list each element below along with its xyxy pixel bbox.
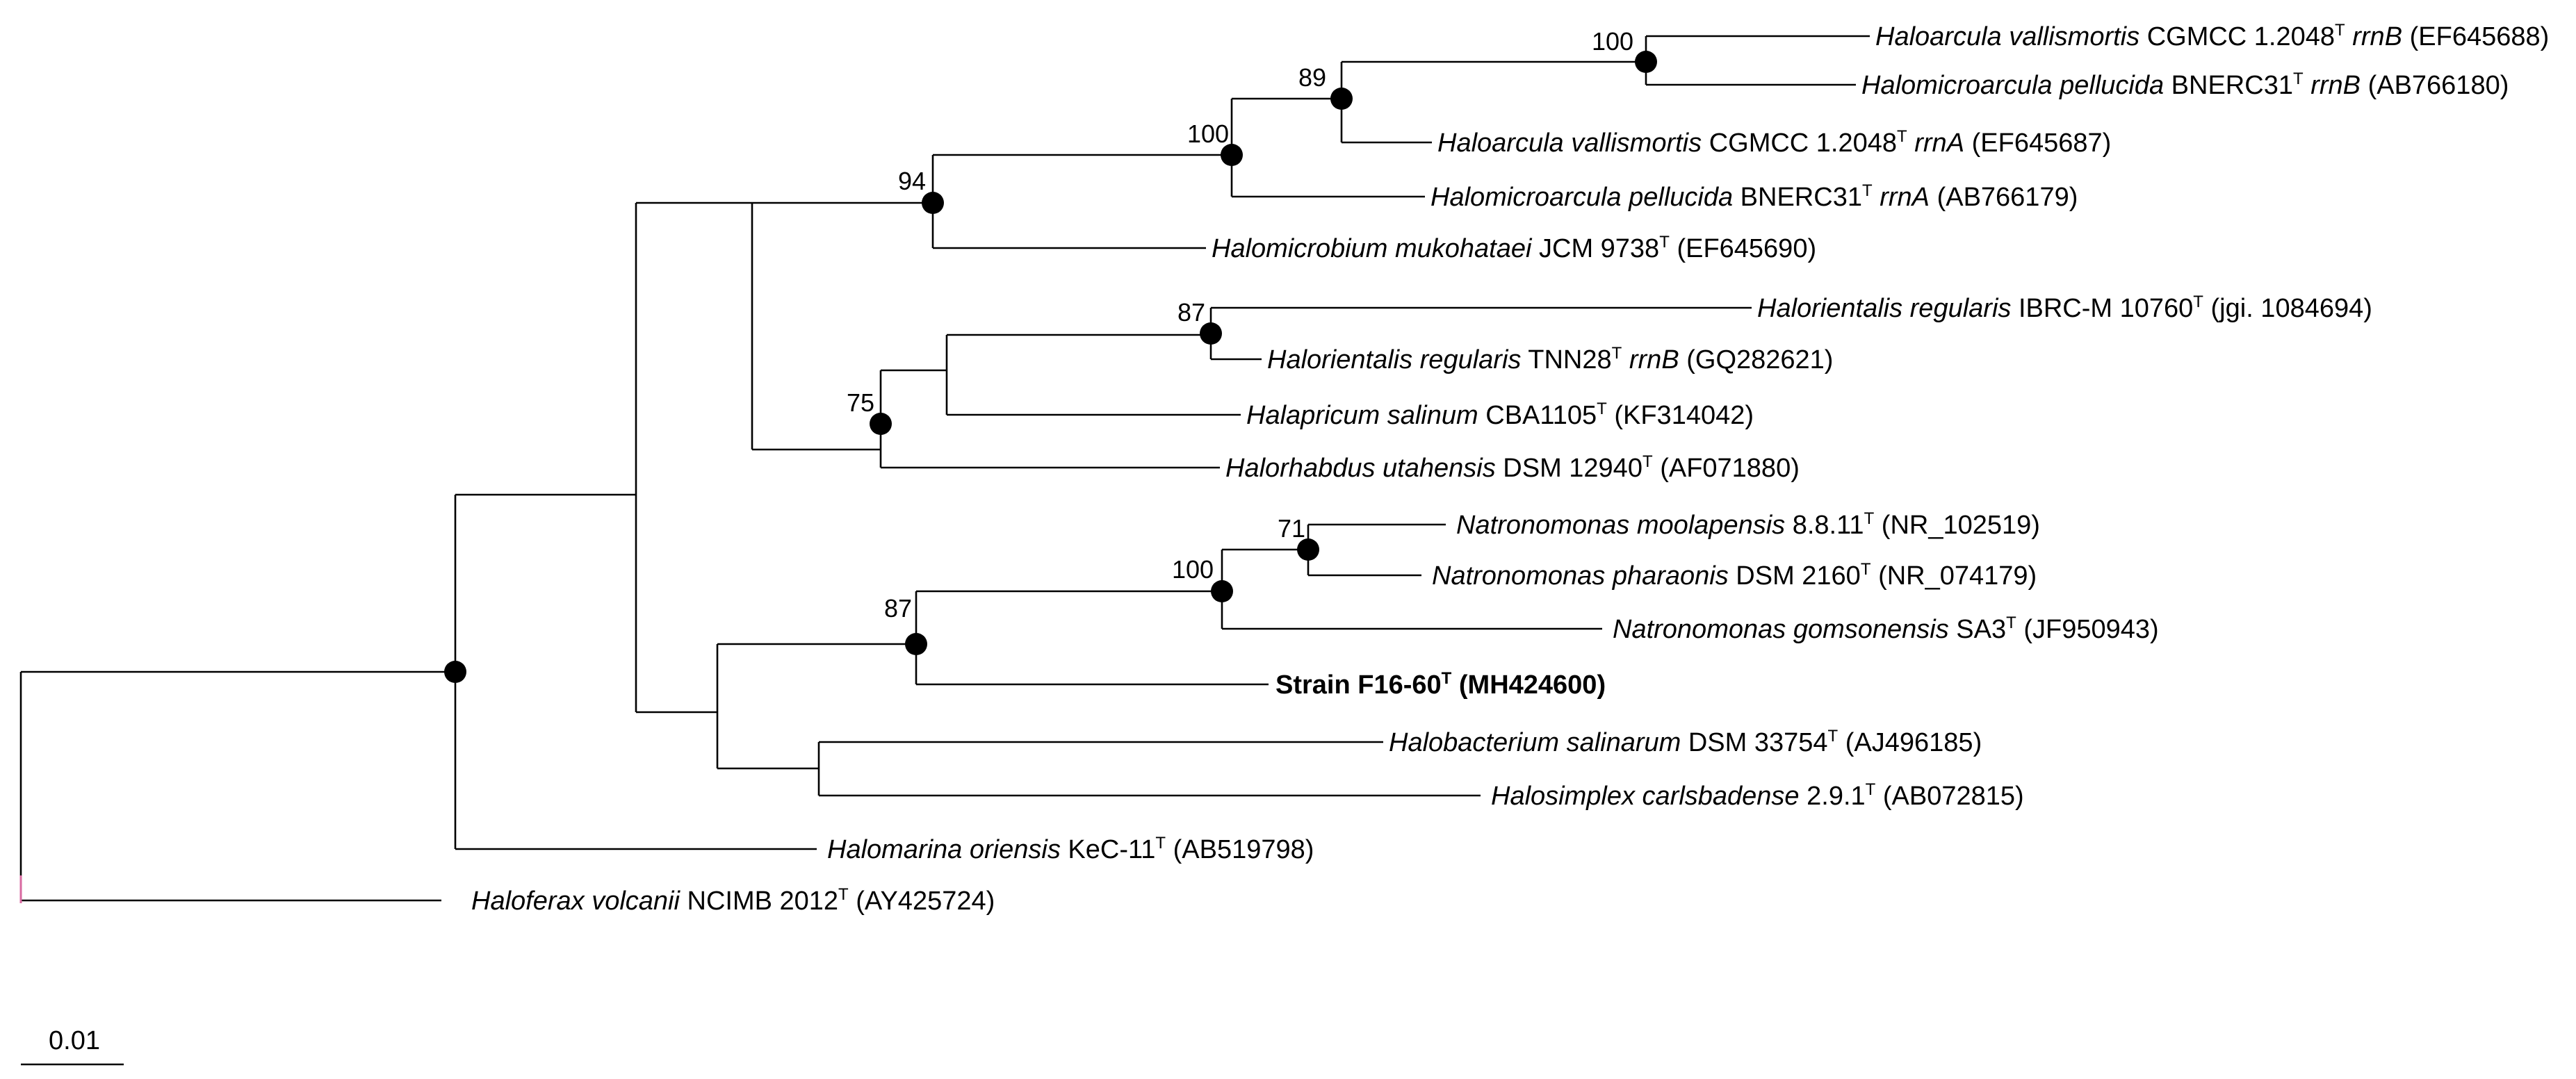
tip-label: Natronomonas moolapensis 8.8.11T (NR_102… (1456, 501, 2040, 540)
node-dot (870, 413, 892, 435)
bootstrap-label: 75 (847, 388, 874, 417)
bootstrap-values: 100 89 100 94 87 75 71 100 87 (847, 27, 1633, 623)
bootstrap-label: 71 (1278, 514, 1305, 543)
tip-label: Halorientalis regularis IBRC-M 10760T (j… (1757, 284, 2372, 323)
tip-label-strain: Strain F16-60T (MH424600) (1275, 661, 1606, 700)
tip-label: Natronomonas gomsonensis SA3T (JF950943) (1613, 605, 2159, 644)
bootstrap-label: 87 (1177, 298, 1205, 327)
tip-label: Halosimplex carlsbadense 2.9.1T (AB07281… (1491, 772, 2024, 811)
tip-label: Haloarcula vallismortis CGMCC 1.2048T rr… (1875, 13, 2549, 51)
bootstrap-label: 100 (1187, 120, 1229, 148)
node-dot (1200, 322, 1222, 345)
tip-label: Halomicrobium mukohataei JCM 9738T (EF64… (1212, 224, 1816, 263)
node-dot (1211, 580, 1233, 602)
tip-label: Halorientalis regularis TNN28T rrnB (GQ2… (1267, 336, 1833, 374)
node-markers (444, 51, 1657, 683)
node-dot (1221, 144, 1243, 166)
node-dot (922, 192, 944, 214)
tree-branches (19, 35, 1870, 903)
scale-bar-label: 0.01 (49, 1026, 100, 1055)
node-dot (905, 633, 927, 655)
node-dot (1635, 51, 1657, 73)
node-dot (444, 661, 466, 683)
bootstrap-label: 94 (898, 167, 926, 195)
node-dot (1297, 538, 1319, 561)
tip-label: Halomicroarcula pellucida BNERC31T rrnB … (1861, 61, 2509, 100)
scale-bar: 0.01 (21, 1026, 124, 1066)
tip-label: Halapricum salinum CBA1105T (KF314042) (1246, 391, 1754, 430)
tip-label: Halomicroarcula pellucida BNERC31T rrnA … (1430, 173, 2078, 212)
tip-label: Haloarcula vallismortis CGMCC 1.2048T rr… (1437, 119, 2111, 158)
tip-label: Haloferax volcanii NCIMB 2012T (AY425724… (471, 877, 995, 916)
bootstrap-label: 100 (1592, 27, 1633, 56)
tip-label: Halobacterium salinarum DSM 33754T (AJ49… (1389, 718, 1982, 757)
tip-label: Halorhabdus utahensis DSM 12940T (AF0718… (1225, 444, 1800, 483)
tip-labels: Haloarcula vallismortis CGMCC 1.2048T rr… (471, 13, 2549, 916)
bootstrap-label: 87 (884, 594, 912, 623)
bootstrap-label: 89 (1298, 63, 1326, 92)
tip-label: Halomarina oriensis KeC-11T (AB519798) (827, 825, 1314, 864)
bootstrap-label: 100 (1172, 555, 1214, 584)
node-dot (1330, 88, 1353, 110)
tip-label: Natronomonas pharaonis DSM 2160T (NR_074… (1432, 552, 2037, 591)
